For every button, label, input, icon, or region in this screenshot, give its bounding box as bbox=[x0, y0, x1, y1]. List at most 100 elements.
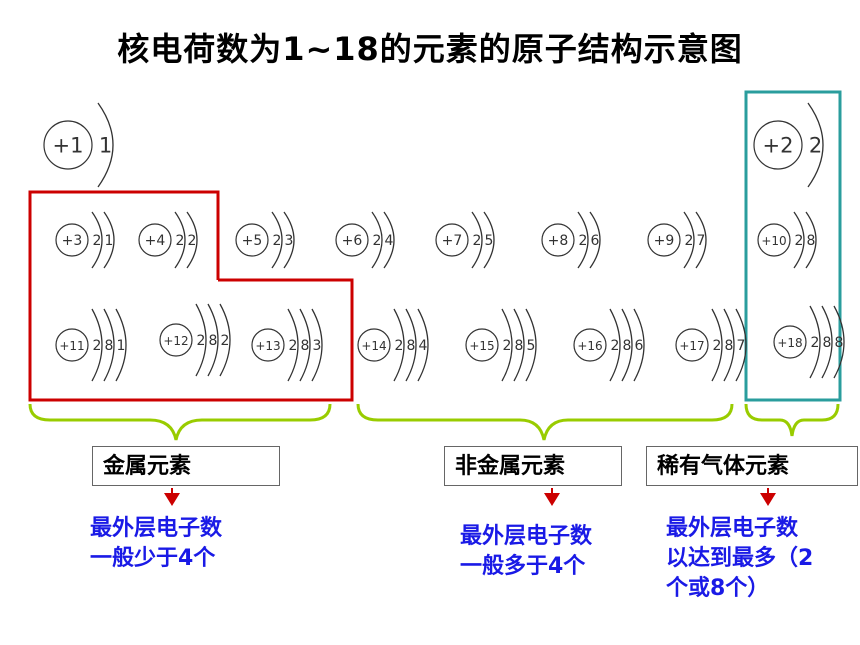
shell-electron-count: 1 bbox=[117, 338, 126, 354]
electron-shell-arc bbox=[809, 305, 821, 379]
electron-shell-arc bbox=[735, 308, 747, 382]
electron-shell-arc bbox=[405, 308, 417, 382]
electron-shell-arc bbox=[207, 303, 219, 377]
nuclear-charge: +18 bbox=[777, 336, 802, 350]
nucleus-circle bbox=[357, 328, 391, 362]
electron-shell-arc bbox=[417, 308, 429, 382]
nucleus-circle bbox=[573, 328, 607, 362]
electron-shell-arc bbox=[103, 308, 115, 382]
metal-brace bbox=[28, 403, 332, 441]
electron-shell-arc bbox=[711, 308, 723, 382]
electron-shell-arc bbox=[833, 305, 845, 379]
shell-electron-count: 8 bbox=[725, 338, 734, 354]
shell-electron-count: 8 bbox=[515, 338, 524, 354]
shell-electron-count: 8 bbox=[823, 335, 832, 351]
shell-electron-count: 2 bbox=[685, 233, 694, 249]
atom-diagram: +2 2 bbox=[753, 102, 824, 188]
metal-label: 金属元素 bbox=[92, 446, 280, 486]
shell-electron-count: 1 bbox=[105, 233, 114, 249]
shell-electron-count: 6 bbox=[635, 338, 644, 354]
shell-electron-count: 7 bbox=[697, 233, 706, 249]
electron-shell-arc bbox=[471, 211, 483, 269]
nonmetal-arrow-head bbox=[544, 493, 560, 506]
electron-shell-arc bbox=[311, 308, 323, 382]
page-title: 核电荷数为1~18的元素的原子结构示意图 bbox=[117, 30, 743, 68]
electron-shell-arc bbox=[271, 211, 283, 269]
shell-electron-count: 2 bbox=[93, 233, 102, 249]
shell-electron-count: 3 bbox=[285, 233, 294, 249]
nuclear-charge: +3 bbox=[62, 233, 83, 249]
shell-electron-count: 2 bbox=[809, 134, 822, 158]
nucleus-circle bbox=[55, 328, 89, 362]
shell-electron-count: 4 bbox=[419, 338, 428, 354]
nuclear-charge: +15 bbox=[469, 339, 494, 353]
nucleus-circle bbox=[251, 328, 285, 362]
electron-shell-arc bbox=[186, 211, 198, 269]
nuclear-charge: +14 bbox=[361, 339, 386, 353]
nuclear-charge: +2 bbox=[763, 134, 794, 158]
noble-gas-arrow-head bbox=[760, 493, 776, 506]
nuclear-charge: +7 bbox=[442, 233, 463, 249]
nuclear-charge: +13 bbox=[255, 339, 280, 353]
shell-electron-count: 8 bbox=[807, 233, 816, 249]
nuclear-charge: +16 bbox=[577, 339, 602, 353]
nuclear-charge: +9 bbox=[654, 233, 675, 249]
electron-shell-arc bbox=[695, 211, 707, 269]
shell-electron-count: 2 bbox=[395, 338, 404, 354]
shell-electron-count: 2 bbox=[811, 335, 820, 351]
shell-electron-count: 2 bbox=[713, 338, 722, 354]
nucleus-circle bbox=[753, 120, 803, 170]
electron-shell-arc bbox=[97, 102, 114, 188]
shell-electron-count: 8 bbox=[209, 333, 218, 349]
electron-shell-arc bbox=[633, 308, 645, 382]
nuclear-charge: +5 bbox=[242, 233, 263, 249]
nonmetal-description: 最外层电子数 一般多于4个 bbox=[460, 524, 593, 579]
nucleus-circle bbox=[541, 223, 575, 257]
nucleus-circle bbox=[335, 223, 369, 257]
shell-electron-count: 2 bbox=[373, 233, 382, 249]
electron-shell-arc bbox=[723, 308, 735, 382]
shell-electron-count: 2 bbox=[503, 338, 512, 354]
nucleus-circle bbox=[43, 120, 93, 170]
nuclear-charge: +4 bbox=[145, 233, 166, 249]
nucleus-circle bbox=[675, 328, 709, 362]
electron-shell-arc bbox=[525, 308, 537, 382]
electron-shell-arc bbox=[219, 303, 231, 377]
electron-shell-arc bbox=[91, 211, 103, 269]
nucleus-circle bbox=[55, 223, 89, 257]
electron-shell-arc bbox=[483, 211, 495, 269]
shell-electron-count: 2 bbox=[579, 233, 588, 249]
electron-shell-arc bbox=[807, 102, 824, 188]
shell-electron-count: 2 bbox=[611, 338, 620, 354]
nonmetal-brace bbox=[356, 403, 734, 441]
noble-gas-label: 稀有气体元素 bbox=[646, 446, 858, 486]
electron-shell-arc bbox=[383, 211, 395, 269]
shell-electron-count: 8 bbox=[301, 338, 310, 354]
nucleus-circle bbox=[647, 223, 681, 257]
shell-electron-count: 5 bbox=[527, 338, 536, 354]
electron-shell-arc bbox=[683, 211, 695, 269]
shell-electron-count: 2 bbox=[273, 233, 282, 249]
shell-electron-count: 2 bbox=[289, 338, 298, 354]
electron-shell-arc bbox=[287, 308, 299, 382]
nucleus-circle bbox=[435, 223, 469, 257]
electron-shell-arc bbox=[589, 211, 601, 269]
shell-electron-count: 2 bbox=[221, 333, 230, 349]
nuclear-charge: +12 bbox=[163, 334, 188, 348]
shell-electron-count: 3 bbox=[313, 338, 322, 354]
nuclear-charge: +8 bbox=[548, 233, 569, 249]
